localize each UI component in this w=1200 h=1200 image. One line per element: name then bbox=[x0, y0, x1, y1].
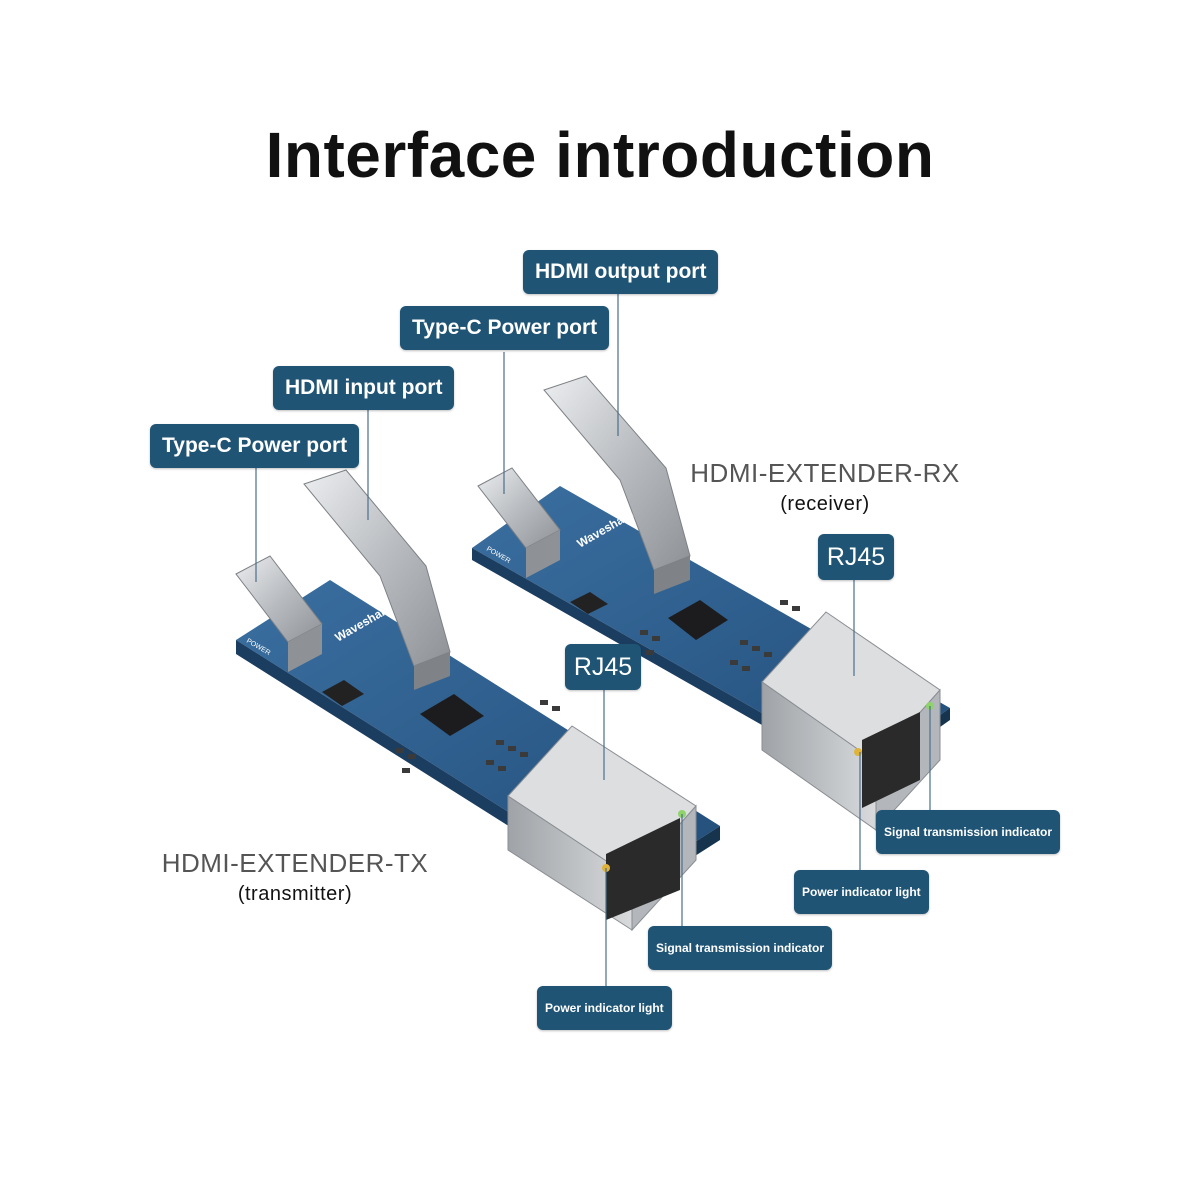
tx-board: Waveshare POWER HDMI OUT bbox=[235, 469, 720, 932]
rj45-jack-icon bbox=[507, 725, 697, 932]
rx-type-c-power-callout: Type-C Power port bbox=[400, 306, 610, 350]
tx-hdmi-out-label: HDMI OUT bbox=[539, 904, 573, 928]
rx-signal-indicator-callout: Signal transmission indicator bbox=[876, 810, 1061, 854]
rx-ic-chip bbox=[668, 600, 728, 640]
tx-signal-indicator-callout: Signal transmission indicator bbox=[648, 926, 833, 970]
rx-regulator bbox=[570, 592, 608, 614]
tx-smd-parts bbox=[396, 700, 560, 773]
tx-model-name: HDMI-EXTENDER-TX bbox=[161, 848, 429, 878]
rx-smd-parts bbox=[640, 600, 800, 671]
hdmi-connector-icon bbox=[303, 469, 451, 690]
tx-regulator bbox=[322, 680, 364, 706]
rx-role: (receiver) bbox=[780, 493, 870, 515]
tx-power-indicator-callout: Power indicator light bbox=[537, 986, 672, 1030]
type-c-connector-icon bbox=[477, 467, 561, 578]
rx-model-name: HDMI-EXTENDER-RX bbox=[690, 458, 960, 488]
rx-hdmi-in-label: HDMI IN bbox=[789, 788, 816, 807]
leader-lines bbox=[255, 294, 931, 986]
rx-rj45-callout: RJ45 bbox=[818, 534, 894, 580]
tx-type-c-power-callout: Type-C Power port bbox=[150, 424, 360, 468]
rx-hdmi-output-callout: HDMI output port bbox=[523, 250, 719, 294]
rx-power-led-icon bbox=[854, 748, 862, 756]
rx-power-indicator-callout: Power indicator light bbox=[794, 870, 929, 914]
tx-model-label: HDMI-EXTENDER-TX (transmitter) bbox=[150, 848, 440, 906]
type-c-connector-icon bbox=[235, 555, 323, 672]
tx-role: (transmitter) bbox=[237, 883, 353, 905]
tx-hdmi-input-callout: HDMI input port bbox=[273, 366, 455, 410]
tx-rj45-callout: RJ45 bbox=[565, 644, 641, 690]
page-title: Interface introduction bbox=[265, 119, 935, 191]
rx-board: Waveshare POWER HDMI IN bbox=[472, 375, 950, 832]
tx-ic-chip bbox=[420, 694, 484, 736]
rj45-jack-icon bbox=[761, 611, 941, 832]
rx-model-label: HDMI-EXTENDER-RX (receiver) bbox=[680, 458, 970, 516]
hdmi-connector-icon bbox=[543, 375, 691, 594]
